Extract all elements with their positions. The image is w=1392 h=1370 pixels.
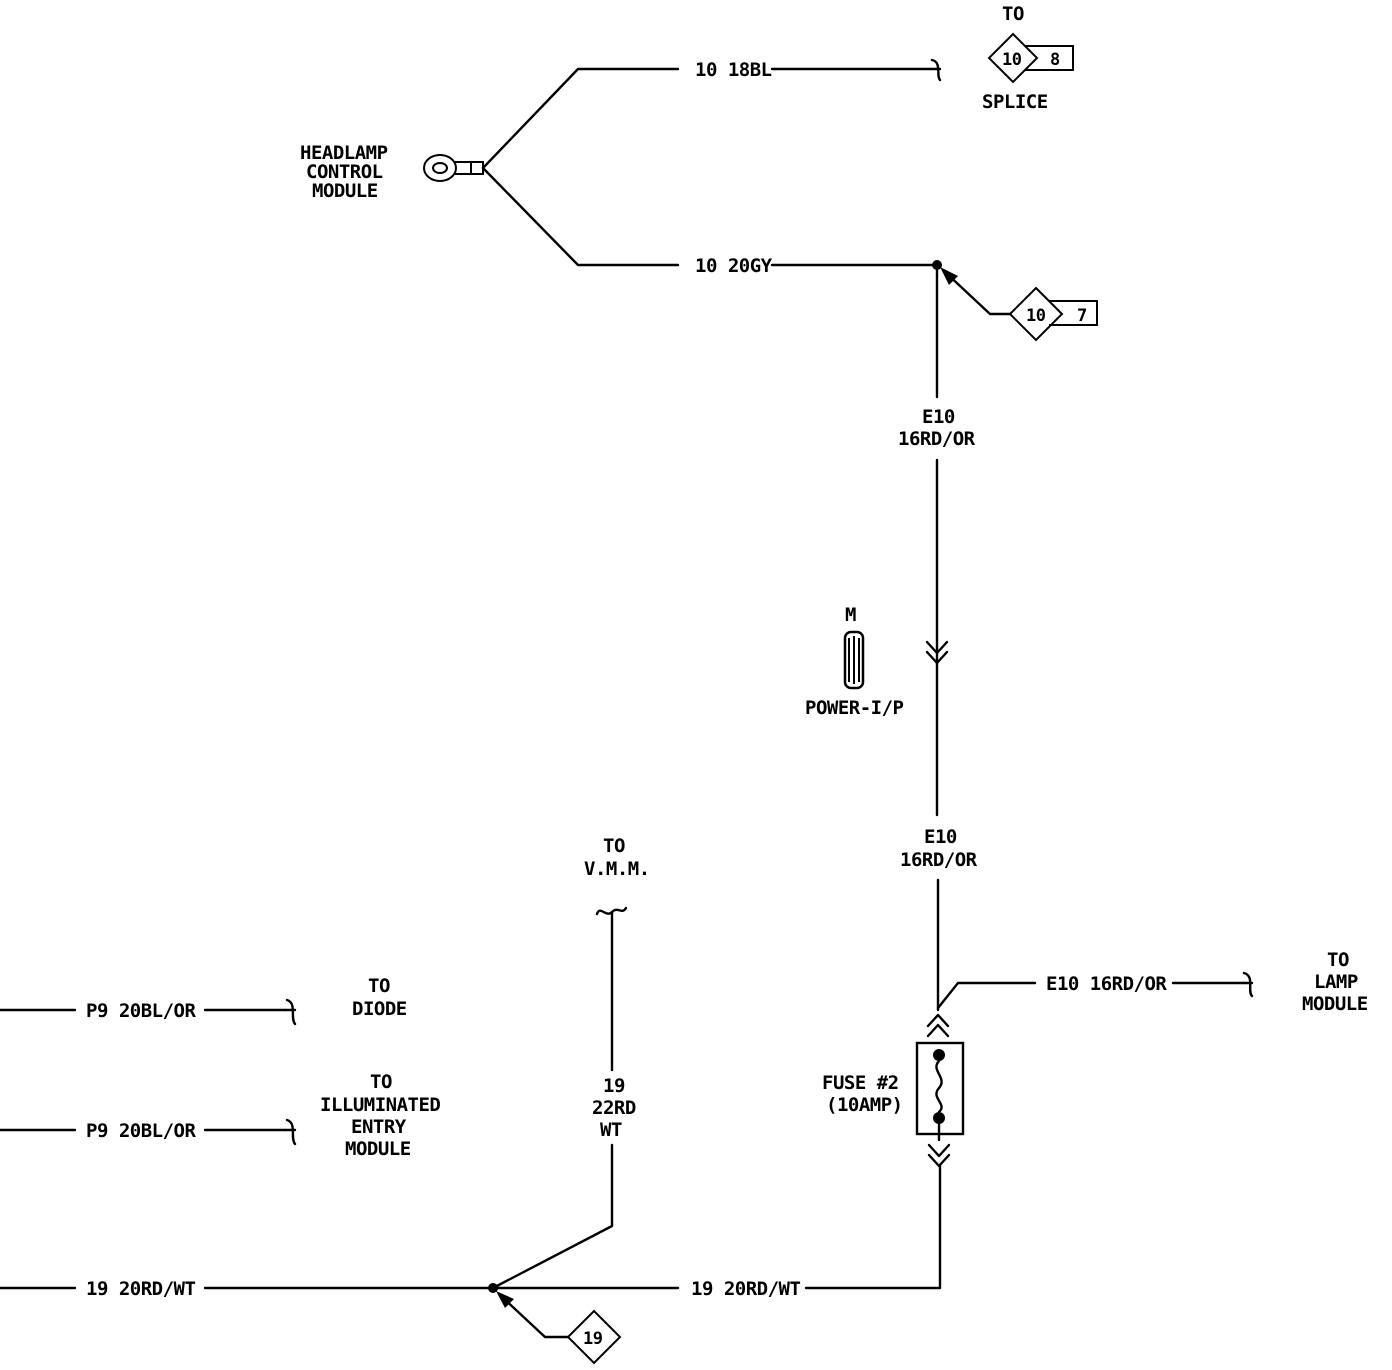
vmm-to: TO [603, 835, 625, 857]
vmm-branch: TO V.M.M. 19 22RD WT [491, 835, 650, 1290]
diode-to: TO [368, 975, 390, 997]
headlamp-control-module: HEADLAMP CONTROL MODULE [300, 142, 484, 202]
fuse-element-icon [935, 1059, 943, 1114]
diode-wire-label: P9 20BL/OR [86, 1000, 196, 1022]
splice-diamond [987, 32, 1039, 84]
break-symbol-icon [283, 1118, 297, 1146]
connector-chevron-icon [927, 1143, 951, 1158]
lamp-to: TO [1327, 949, 1349, 971]
connector-chevron-icon [926, 1013, 950, 1028]
vmm-wire-gauge: 22RD [592, 1097, 636, 1119]
riser-lower-circuit: E10 [924, 826, 957, 848]
connector-body-icon [843, 630, 865, 690]
vmm-wire-circuit: 19 [603, 1075, 625, 1097]
entry-to: TO [370, 1071, 392, 1093]
diode-name: DIODE [352, 998, 407, 1020]
connector-letter: M [845, 604, 856, 626]
connector-chevron-icon [925, 650, 949, 665]
splice-diamond [1008, 286, 1064, 342]
riser-upper-gauge: 16RD/OR [898, 428, 976, 450]
fuse-label-line2: (10AMP) [826, 1094, 903, 1116]
riser-lower-gauge: 16RD/OR [900, 849, 978, 871]
headlamp-module-line3: MODULE [312, 180, 378, 202]
wire-19-20rdwt-left: 19 20RD/WT [0, 1278, 498, 1300]
entry-wire-label: P9 20BL/OR [86, 1120, 196, 1142]
fuse-2: FUSE #2 (10AMP) [804, 1013, 965, 1290]
lamp-branch-label: E10 16RD/OR [1046, 973, 1167, 995]
bottom-right-label: 19 20RD/WT [691, 1278, 800, 1300]
entry-name-line3: MODULE [345, 1138, 411, 1160]
splice-node [488, 1283, 498, 1293]
splice-reference-19: 19 [496, 1291, 622, 1365]
riser-e10-upper: E10 16RD/OR [898, 263, 976, 817]
splice-ref-7-num: 7 [1077, 306, 1087, 326]
fuse-label-line1: FUSE #2 [822, 1072, 899, 1094]
entry-name-line2: ENTRY [351, 1116, 407, 1138]
arrow-head-icon [496, 1291, 514, 1308]
ring-terminal-icon [423, 154, 484, 182]
splice-num-box [1025, 45, 1074, 71]
splice-ref-7-code: 10 [1026, 306, 1046, 326]
riser-upper-circuit: E10 [922, 406, 955, 428]
wire-p9-entry: P9 20BL/OR TO ILLUMINATED ENTRY MODULE [0, 1071, 441, 1160]
splice-ref-19-code: 19 [583, 1329, 603, 1349]
bottom-left-label: 19 20RD/WT [86, 1278, 195, 1300]
break-symbol-icon [283, 998, 297, 1026]
vmm-wire-color: WT [600, 1119, 622, 1141]
break-symbol-icon [928, 58, 942, 82]
vmm-name: V.M.M. [584, 858, 650, 880]
break-symbol-icon [1241, 971, 1254, 998]
wire-p9-diode: P9 20BL/OR TO DIODE [0, 975, 407, 1026]
splice-num-box [1049, 300, 1098, 326]
entry-name-line1: ILLUMINATED [320, 1094, 440, 1116]
top-splice-to: TO [1002, 3, 1024, 25]
connector-chevron-icon [925, 640, 949, 655]
top-splice-code: 10 [1002, 50, 1022, 70]
wire-19-20rdwt-right: 19 20RD/WT [491, 1278, 801, 1300]
arrow-head-icon [940, 267, 958, 285]
top-splice-caption: SPLICE [982, 91, 1048, 113]
wire-upper-label: 10 18BL [695, 59, 772, 81]
wire-lower-label: 10 20GY [695, 255, 773, 277]
connector-m: M POWER-I/P [805, 604, 904, 719]
lamp-name-line2: MODULE [1302, 993, 1368, 1015]
wire-10-20gy: 10 20GY [481, 166, 942, 277]
splice-reference-10-7: 10 7 [940, 267, 1098, 342]
lamp-name-line1: LAMP [1314, 971, 1358, 993]
top-splice-reference: TO 10 8 SPLICE [982, 3, 1074, 113]
headlamp-module-line1: HEADLAMP [300, 142, 388, 164]
connector-chevron-icon [926, 1023, 950, 1038]
top-splice-num: 8 [1050, 50, 1060, 70]
headlamp-module-line2: CONTROL [306, 161, 383, 183]
connector-name: POWER-I/P [805, 697, 904, 719]
wire-10-18bl: 10 18BL [481, 58, 942, 170]
lamp-module-branch: E10 16RD/OR TO LAMP MODULE [936, 949, 1368, 1015]
splice-diamond [566, 1309, 622, 1365]
riser-e10-lower: E10 16RD/OR [900, 826, 978, 1012]
